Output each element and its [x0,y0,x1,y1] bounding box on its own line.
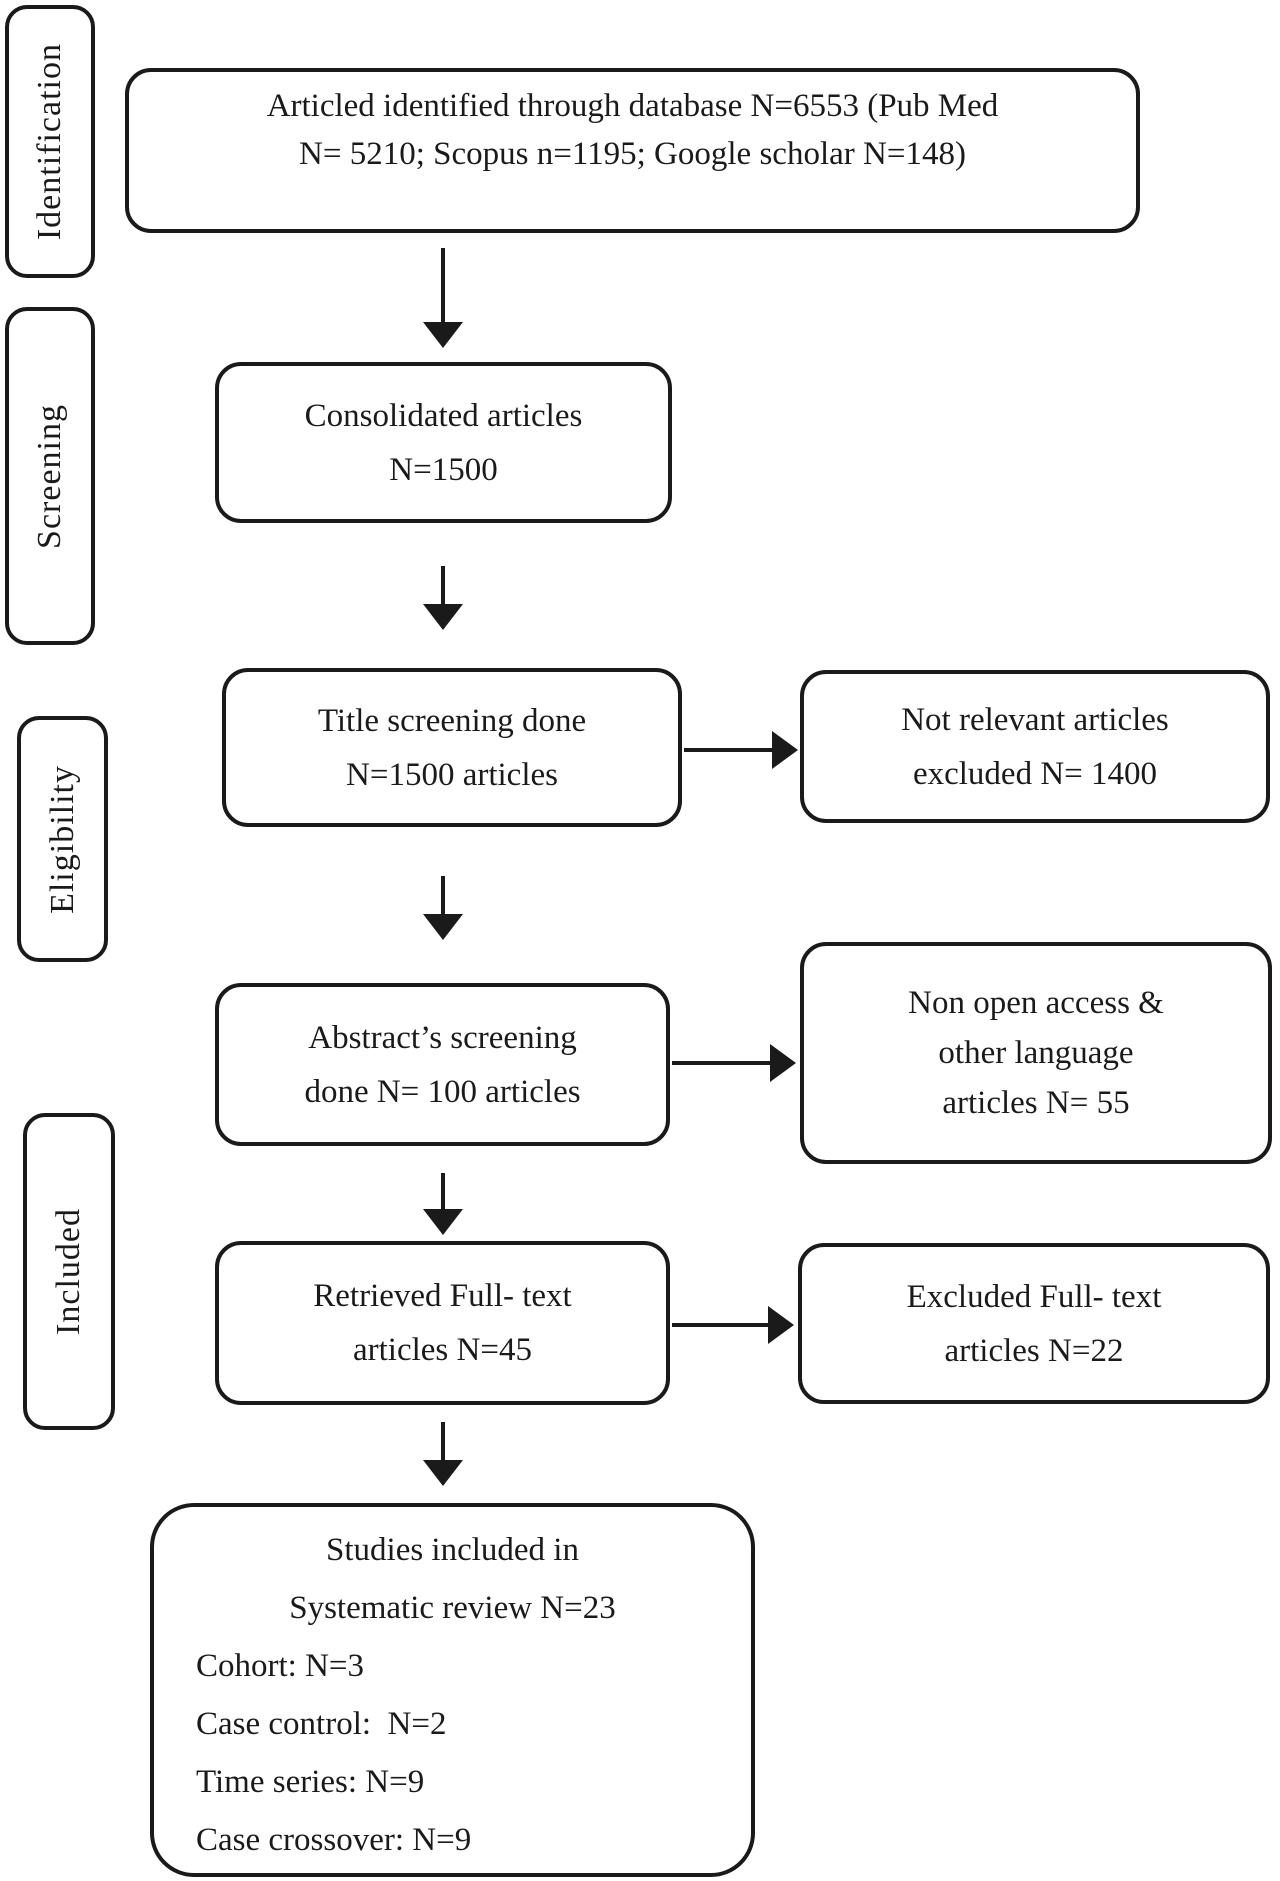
arrow-stem [672,1061,770,1065]
included-studies-box: Studies included in Systematic review N=… [150,1503,755,1877]
stage-included: Included [23,1113,115,1430]
abstract-screening-line-2: done N= 100 articles [304,1073,581,1110]
non-open-access-line-2: other language [938,1035,1134,1071]
stage-eligibility: Eligibility [17,716,108,962]
arrowhead-right-icon [772,731,798,769]
non-open-access-line-3: articles N= 55 [942,1085,1130,1121]
arrow-down-identified-to-consolidated [423,248,463,348]
stage-screening: Screening [5,307,95,645]
not-relevant-line-2: excluded N= 1400 [912,755,1158,792]
arrowhead-right-icon [768,1306,794,1344]
arrow-right-retrieved-to-excluded [672,1306,794,1344]
not-relevant-line-1: Not relevant articles [901,701,1169,738]
arrowhead-down-icon [423,914,463,940]
non-open-access-box: Non open access & other language article… [800,942,1272,1164]
consolidated-box: Consolidated articles N=1500 [215,362,672,523]
excluded-fulltext-line-1: Excluded Full- text [906,1278,1162,1315]
arrowhead-down-icon [423,604,463,630]
arrow-down-abstract-to-retrieved [423,1173,463,1235]
included-studies-time-series: Time series: N=9 [196,1764,425,1800]
arrowhead-right-icon [770,1044,796,1082]
abstract-screening-box: Abstract’s screening done N= 100 article… [215,983,670,1146]
arrow-stem [441,1422,445,1460]
stage-eligibility-label: Eligibility [43,764,81,914]
retrieved-fulltext-line-2: articles N=45 [353,1332,532,1368]
stage-screening-label: Screening [31,403,68,549]
included-studies-case-crossover: Case crossover: N=9 [196,1822,472,1858]
included-studies-title-1: Studies included in [326,1532,579,1568]
title-screening-line-1: Title screening done [317,702,587,739]
arrow-down-consolidated-to-title [423,566,463,630]
arrow-down-retrieved-to-included [423,1422,463,1486]
non-open-access-line-1: Non open access & [908,985,1164,1021]
arrow-down-title-to-abstract [423,876,463,940]
retrieved-fulltext-line-1: Retrieved Full- text [313,1278,572,1314]
arrow-stem [441,248,445,322]
arrow-stem [441,1173,445,1209]
arrow-stem [441,876,445,914]
included-studies-case-control: Case control: N=2 [196,1706,447,1742]
title-screening-line-2: N=1500 articles [346,756,558,793]
consolidated-line-1: Consolidated articles [304,397,583,434]
stage-included-label: Included [50,1208,87,1335]
stage-identification: Identification [5,5,95,278]
abstract-screening-line-1: Abstract’s screening [308,1019,577,1056]
consolidated-line-2: N=1500 [389,451,498,488]
arrow-stem [684,748,772,752]
identified-line-1: Articled identified through database N=6… [266,88,999,124]
arrow-right-title-to-not-relevant [684,731,798,769]
stage-identification-label: Identification [31,42,68,241]
arrowhead-down-icon [423,1460,463,1486]
arrow-stem [441,566,445,604]
arrowhead-down-icon [423,1209,463,1235]
identified-line-2: N= 5210; Scopus n=1195; Google scholar N… [299,136,966,172]
arrow-stem [672,1323,768,1327]
arrow-right-abstract-to-non-open-access [672,1044,796,1082]
excluded-fulltext-box: Excluded Full- text articles N=22 [798,1243,1270,1404]
included-studies-cohort: Cohort: N=3 [196,1648,365,1684]
identified-box: Articled identified through database N=6… [125,68,1140,233]
not-relevant-excluded-box: Not relevant articles excluded N= 1400 [800,670,1270,823]
retrieved-fulltext-box: Retrieved Full- text articles N=45 [215,1241,670,1405]
included-studies-title-2: Systematic review N=23 [289,1590,616,1626]
title-screening-box: Title screening done N=1500 articles [222,668,682,827]
excluded-fulltext-line-2: articles N=22 [944,1332,1124,1369]
arrowhead-down-icon [423,322,463,348]
